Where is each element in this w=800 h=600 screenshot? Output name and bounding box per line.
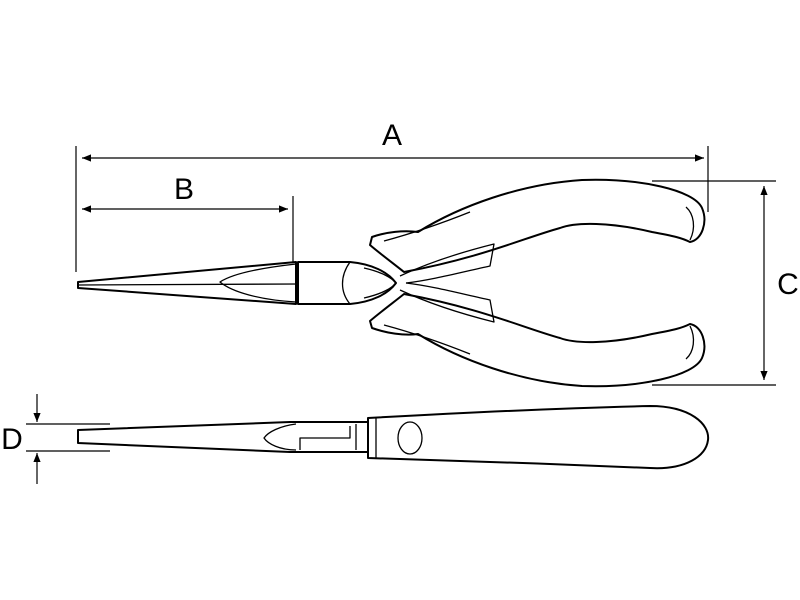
- side-joint-step: [299, 426, 351, 450]
- lower-spring: [399, 282, 495, 323]
- pliers-top-view: [77, 178, 706, 388]
- jaw-center-line: [77, 283, 299, 286]
- dimension-a: A: [75, 119, 709, 272]
- dimension-label-c: C: [777, 268, 799, 301]
- upper-handle-edge: [383, 211, 471, 242]
- lower-handle-tip-line: [685, 325, 695, 360]
- dimension-label-a: A: [382, 119, 402, 152]
- upper-spring: [399, 243, 495, 284]
- jaws: [77, 261, 297, 305]
- upper-handle-tip-line: [685, 206, 695, 241]
- upper-handle: [369, 178, 706, 273]
- joint-lower-edge: [363, 282, 397, 299]
- jaw-bevel: [219, 263, 297, 303]
- box-joint: [297, 261, 397, 305]
- dimension-c: C: [652, 180, 799, 386]
- dimension-label-b: B: [174, 173, 194, 206]
- joint-pivot-line: [341, 261, 351, 305]
- side-head: [77, 421, 369, 453]
- dimension-b: B: [82, 173, 294, 262]
- dimension-d: D: [1, 394, 110, 484]
- lower-handle-edge: [383, 324, 471, 355]
- side-jaw-bevel: [263, 423, 297, 451]
- lower-handle: [369, 293, 706, 388]
- dimension-label-d: D: [1, 423, 23, 456]
- joint-upper-edge: [363, 267, 397, 284]
- side-handle: [367, 405, 710, 470]
- pliers-side-view: [77, 405, 710, 470]
- rivet-hole: [397, 421, 423, 455]
